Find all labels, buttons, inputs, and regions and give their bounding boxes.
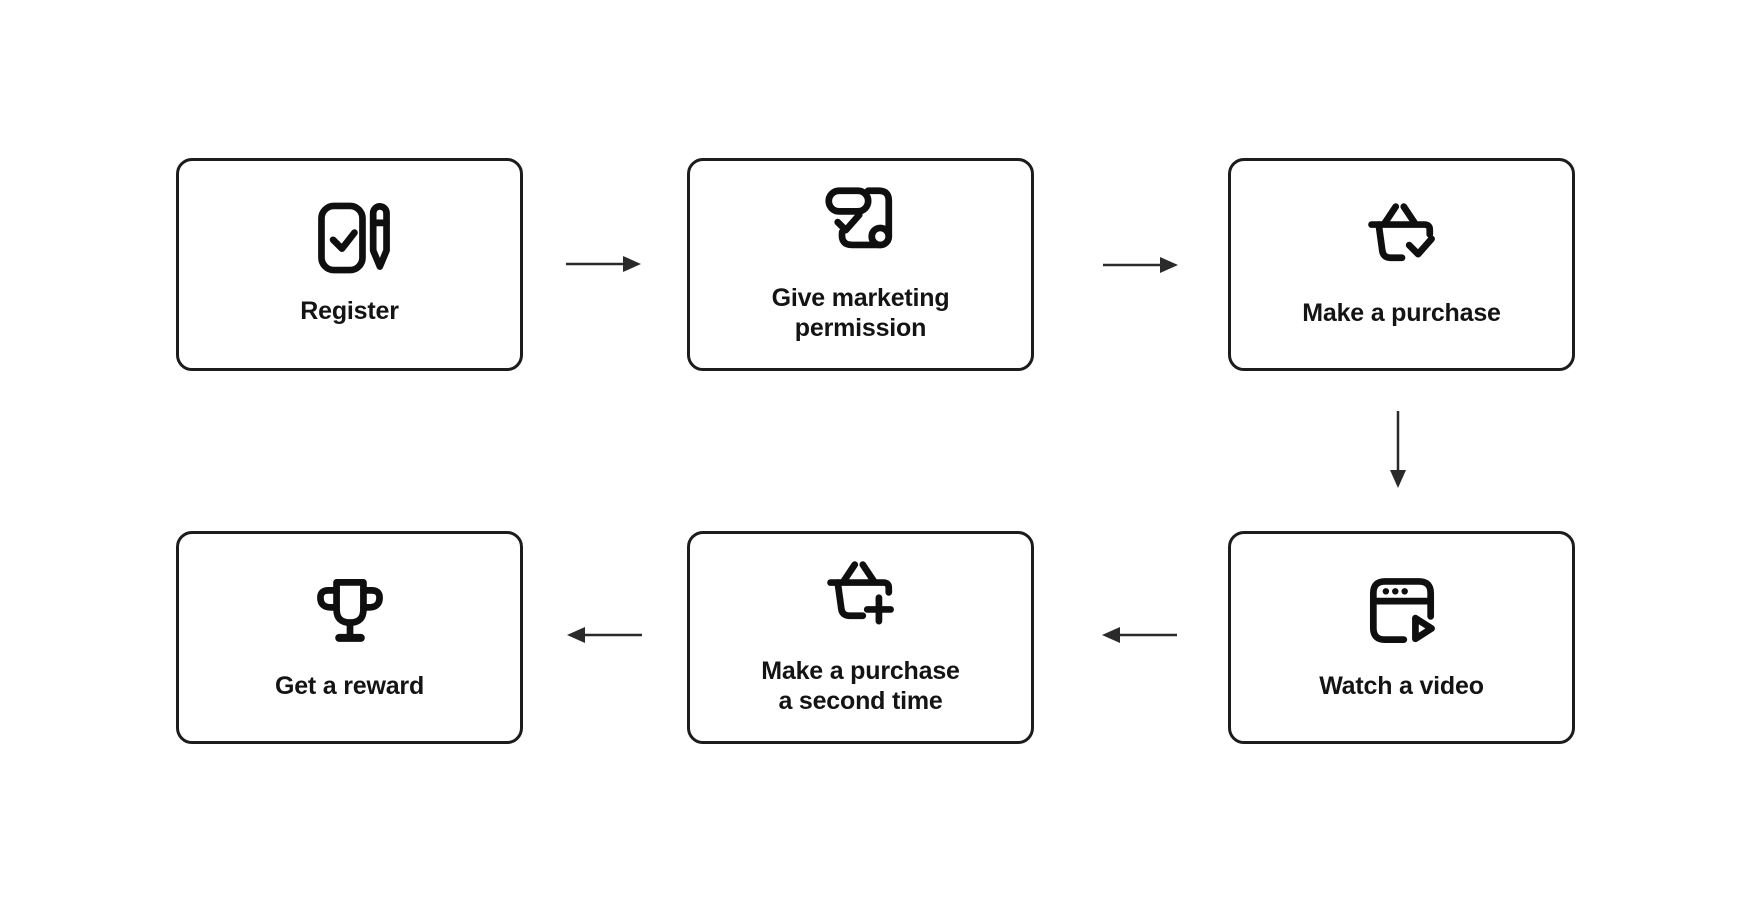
node-register: Register [176, 158, 523, 371]
trophy-icon [307, 568, 393, 654]
node-get-a-reward: Get a reward [176, 531, 523, 744]
arrow-purchase-to-video [1390, 411, 1406, 488]
node-make-a-purchase: Make a purchase [1228, 158, 1575, 371]
node-label: Watch a video [1319, 671, 1484, 700]
node-make-a-purchase-a-second-time: Make a purchase a second time [687, 531, 1034, 744]
arrow-register-to-marketing [566, 256, 641, 272]
node-label: Make a purchase [1302, 298, 1501, 327]
video-window-icon [1359, 568, 1445, 654]
arrow-marketing-to-purchase [1103, 257, 1178, 273]
node-label: Give marketing permission [771, 284, 950, 342]
node-label: Make a purchase a second time [761, 657, 960, 715]
node-label: Get a reward [274, 671, 425, 700]
node-give-marketing-permission: Give marketing permission [687, 158, 1034, 371]
node-label: Register [300, 296, 399, 325]
register-icon [307, 197, 393, 279]
basket-plus-icon [818, 553, 904, 639]
arrow-second-purchase-to-reward [567, 627, 642, 643]
node-watch-a-video: Watch a video [1228, 531, 1575, 744]
arrow-video-to-second-purchase [1102, 627, 1177, 643]
contract-check-icon [818, 180, 904, 266]
basket-check-icon [1359, 195, 1445, 281]
